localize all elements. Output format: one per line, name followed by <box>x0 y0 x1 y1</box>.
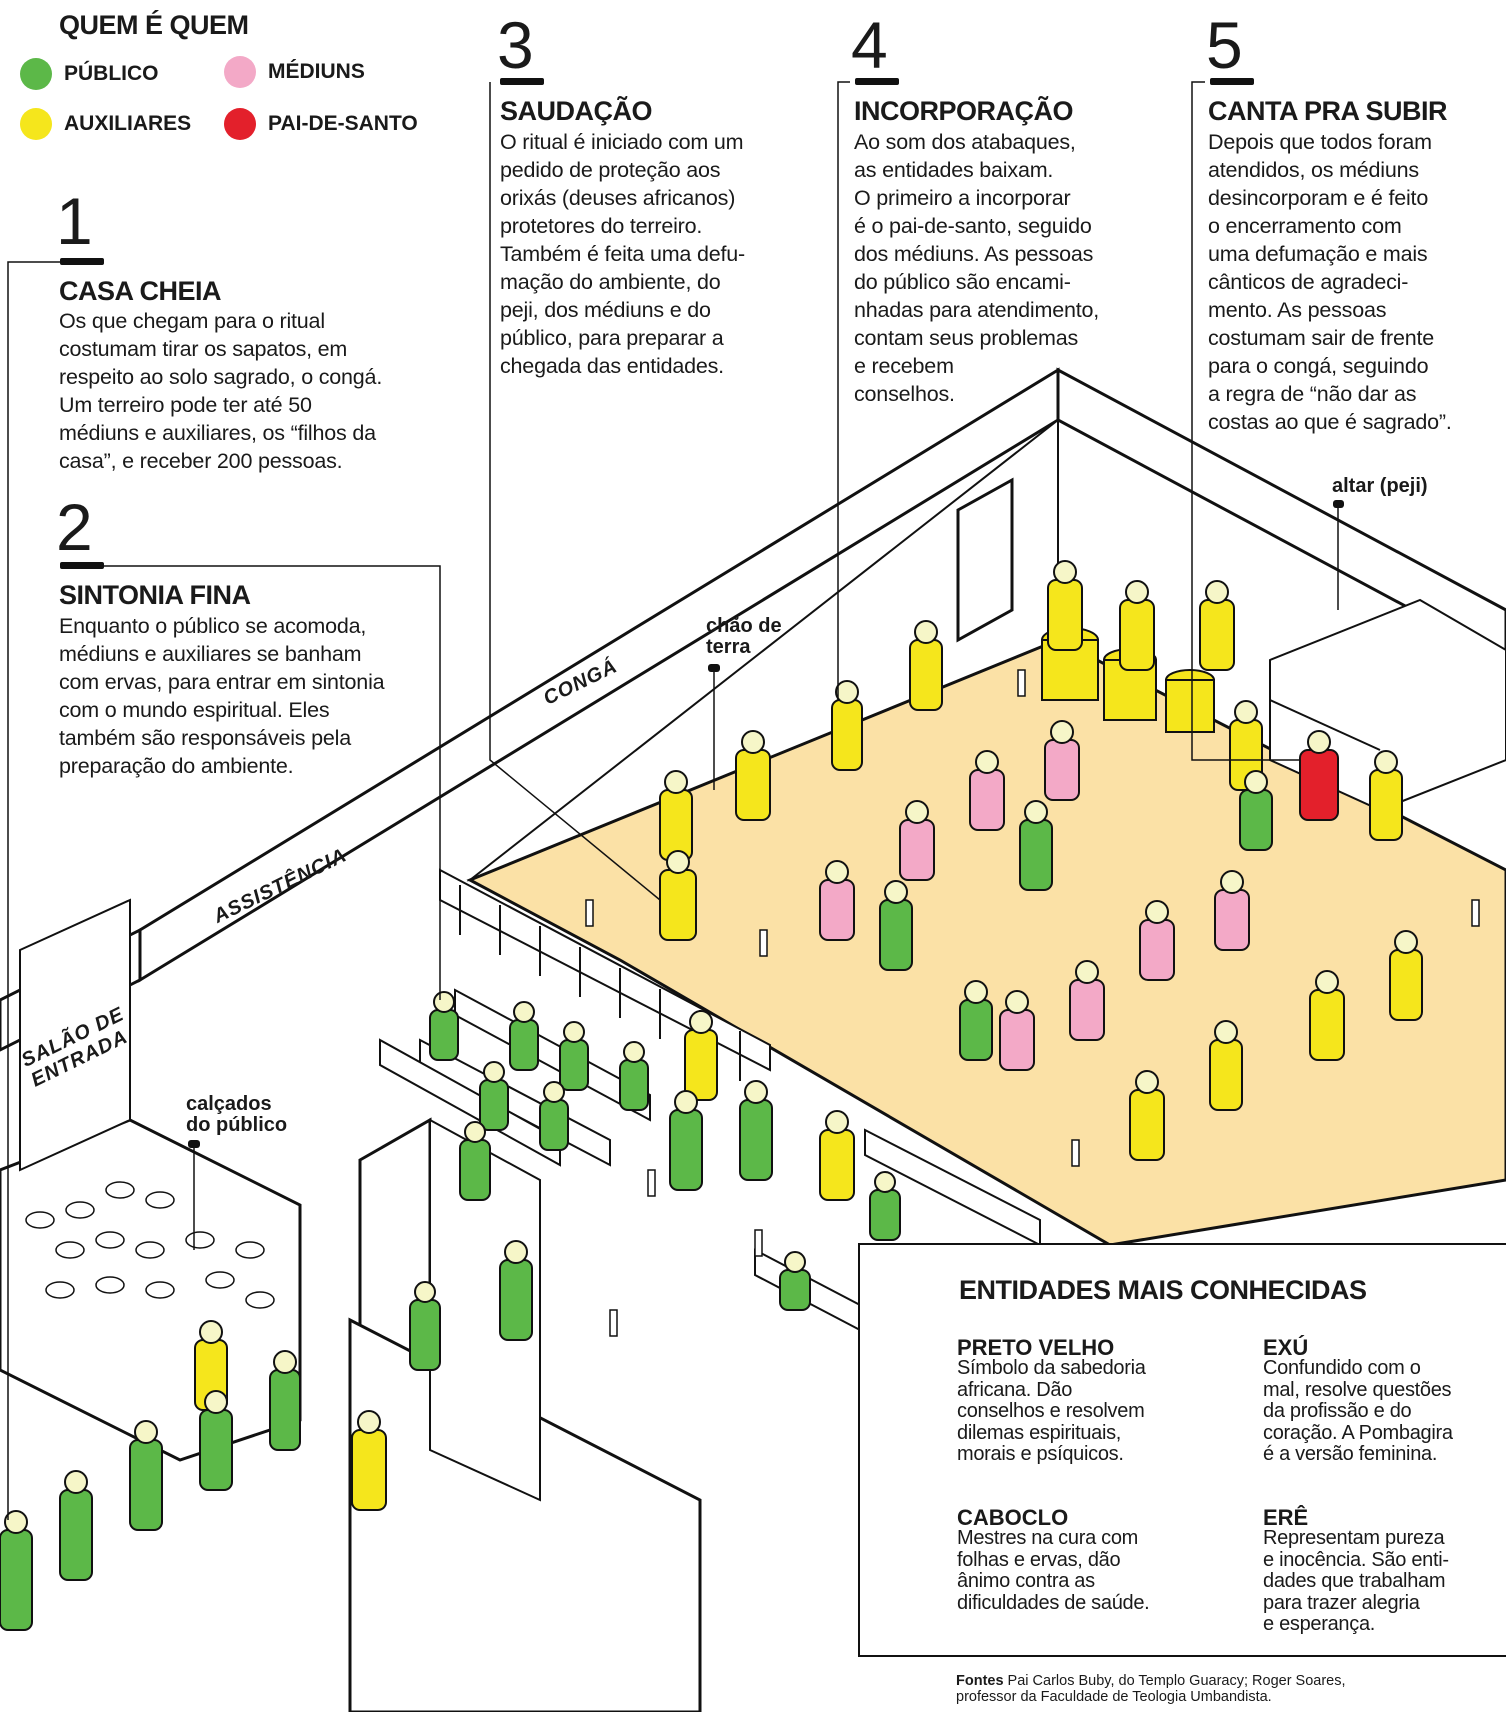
leader-5 <box>1191 81 1300 761</box>
step-title: CASA CHEIA <box>59 276 222 306</box>
entities-panel: ENTIDADES MAIS CONHECIDAS PRETO VELHO Sí… <box>858 1243 1506 1657</box>
step-number: 2 <box>56 490 93 564</box>
green-dot-icon <box>20 58 52 90</box>
legend-label: PAI-DE-SANTO <box>268 112 418 135</box>
legend-title: QUEM É QUEM <box>59 10 249 40</box>
legend-label: MÉDIUNS <box>268 60 365 83</box>
sources-text: Pai Carlos Buby, do Templo Guaracy; Roge… <box>956 1673 1346 1705</box>
back-wall-right <box>1056 367 1506 662</box>
step-body: Enquanto o público se acomoda, médiuns e… <box>59 614 385 778</box>
step-title: SINTONIA FINA <box>59 580 251 610</box>
calcados-label: calçados do público <box>186 1093 288 1136</box>
leader-4 <box>837 81 850 700</box>
sources-note: Fontes Pai Carlos Buby, do Templo Guarac… <box>956 1673 1346 1705</box>
altar-label: altar (peji) <box>1332 475 1428 497</box>
entity-name: EXÚ <box>1263 1335 1309 1360</box>
legend-label: AUXILIARES <box>64 112 192 135</box>
pink-dot-icon <box>224 56 256 88</box>
step-bar <box>60 562 104 569</box>
legend-item-auxiliares: AUXILIARES <box>20 108 191 140</box>
leader-3 <box>489 82 661 901</box>
step-number: 5 <box>1206 8 1243 82</box>
door <box>956 477 1014 643</box>
step-body: Ao som dos atabaques, as entidades baixa… <box>854 130 1100 406</box>
step-bar <box>1210 78 1254 85</box>
entity-text: Confundido com o mal, resolve questões d… <box>1263 1357 1453 1465</box>
step-body: O ritual é iniciado com um pedido de pro… <box>500 130 745 378</box>
red-dot-icon <box>224 108 256 140</box>
entity-name: PRETO VELHO <box>957 1335 1115 1360</box>
entity-name: CABOCLO <box>957 1505 1069 1530</box>
chao-label: chão de terra <box>706 615 782 658</box>
step-body: Depois que todos foram atendidos, os méd… <box>1208 130 1452 434</box>
step-title: SAUDAÇÃO <box>500 96 653 126</box>
yellow-dot-icon <box>20 108 52 140</box>
leader-2 <box>60 565 441 1000</box>
legend-item-publico: PÚBLICO <box>20 58 159 90</box>
step-title: CANTA PRA SUBIR <box>1208 96 1448 126</box>
step-bar <box>60 258 104 265</box>
legend-item-pai-de-santo: PAI-DE-SANTO <box>224 108 418 140</box>
step-body: Os que chegam para o ritual costumam tir… <box>59 309 383 473</box>
step-number: 4 <box>851 8 888 82</box>
legend-label: PÚBLICO <box>64 62 159 85</box>
legend-item-mediuns: MÉDIUNS <box>224 56 365 88</box>
entities-title: ENTIDADES MAIS CONHECIDAS <box>959 1275 1367 1305</box>
entity-text: Símbolo da sabedoria africana. Dão conse… <box>957 1357 1146 1465</box>
step-title: INCORPORAÇÃO <box>854 96 1074 126</box>
step-number: 1 <box>56 184 93 258</box>
leader-1 <box>7 261 60 1520</box>
entity-name: ERÊ <box>1263 1505 1309 1530</box>
step-bar <box>500 78 544 85</box>
step-number: 3 <box>497 8 534 82</box>
sources-label: Fontes <box>956 1673 1004 1689</box>
entity-text: Representam pureza e inocência. São enti… <box>1263 1527 1449 1635</box>
step-bar <box>855 78 899 85</box>
entity-text: Mestres na cura com folhas e ervas, dão … <box>957 1527 1150 1614</box>
